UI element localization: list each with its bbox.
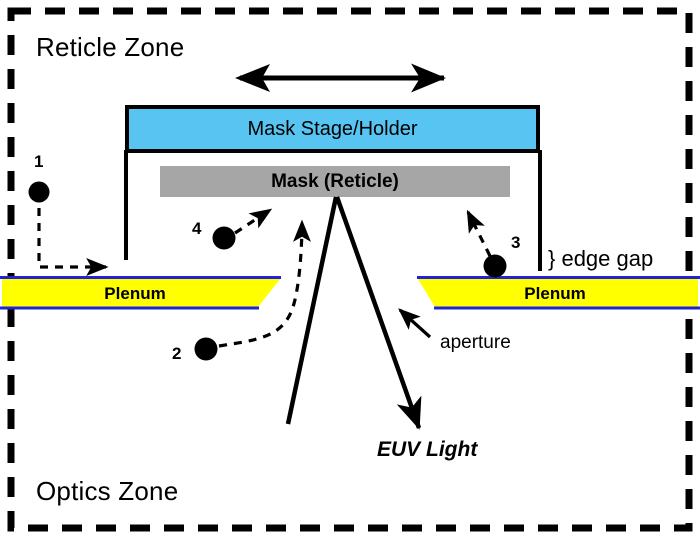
zone-boundary-dashed <box>7 7 693 532</box>
plenum-left-label: Plenum <box>104 284 166 303</box>
euv-ray-left <box>285 196 339 425</box>
aperture-pointer-arrow <box>398 308 432 339</box>
mask-stage-box <box>125 105 540 153</box>
particle-3-label: 3 <box>511 233 521 252</box>
particle-2 <box>194 337 218 361</box>
mask-reticle-label: Mask (Reticle) <box>271 171 399 192</box>
euv-ray-right <box>334 196 422 430</box>
aperture-label: aperture <box>440 332 511 353</box>
particle-4-path <box>234 208 273 235</box>
plenum-right-body <box>418 279 698 307</box>
plenum-right-label: Plenum <box>524 284 586 303</box>
euv-light-label: EUV Light <box>377 438 478 461</box>
particle-2-label: 2 <box>172 344 182 363</box>
particle-3-path <box>466 209 492 257</box>
particle-1 <box>28 181 50 203</box>
plenum-left-body <box>2 279 280 307</box>
particle-1-path <box>37 208 109 276</box>
particle-3 <box>483 254 507 278</box>
optics-zone-label: Optics Zone <box>36 476 179 506</box>
mask-stage-label: Mask Stage/Holder <box>247 118 418 140</box>
particle-1-label: 1 <box>34 152 44 171</box>
mask-reticle-box <box>160 166 510 197</box>
reticle-zone-label: Reticle Zone <box>36 32 185 62</box>
particle-4 <box>212 226 236 250</box>
particle-2-path <box>218 219 311 348</box>
edge-gap-label: } edge gap <box>548 246 654 271</box>
particle-4-label: 4 <box>192 219 202 238</box>
